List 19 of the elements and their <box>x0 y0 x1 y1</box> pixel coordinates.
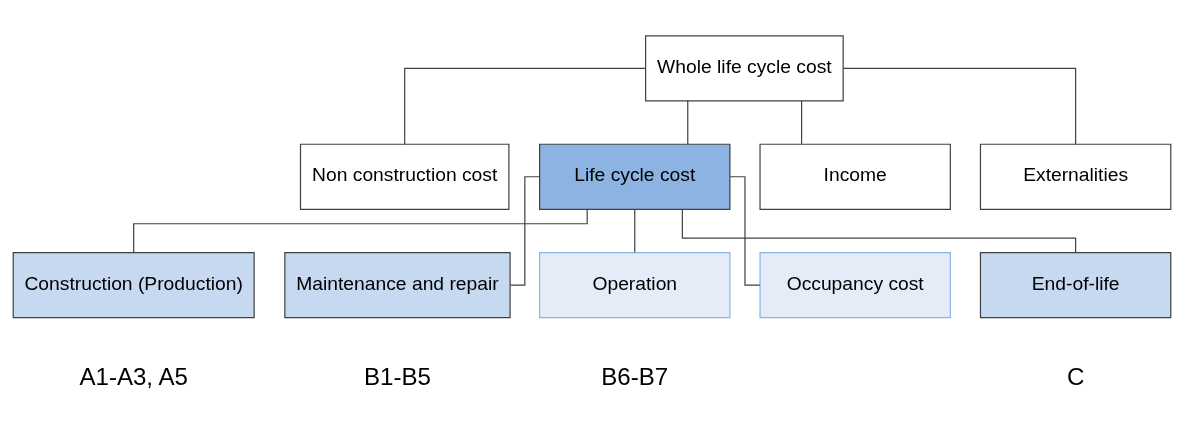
node-label: C <box>1066 363 1085 391</box>
node-box: Non construction cost <box>299 143 510 210</box>
connector <box>687 100 689 145</box>
connector <box>842 67 1077 145</box>
node-box: Whole life cycle cost <box>645 35 844 102</box>
node-box: Occupancy cost <box>759 252 951 319</box>
node-box: Operation <box>539 252 731 319</box>
connector <box>634 208 636 253</box>
connector <box>404 67 646 145</box>
node-box: Externalities <box>979 143 1172 210</box>
node-label: B1-B5 <box>364 363 431 391</box>
node-label: A1-A3, A5 <box>79 363 188 391</box>
node-box: End-of-life <box>979 252 1172 319</box>
connector <box>801 100 803 145</box>
node-box: Maintenance and repair <box>284 252 511 319</box>
node-box: Life cycle cost <box>539 143 731 210</box>
node-box: Income <box>759 143 951 210</box>
node-label: B6-B7 <box>601 363 669 391</box>
node-box: Construction (Production) <box>12 252 255 319</box>
